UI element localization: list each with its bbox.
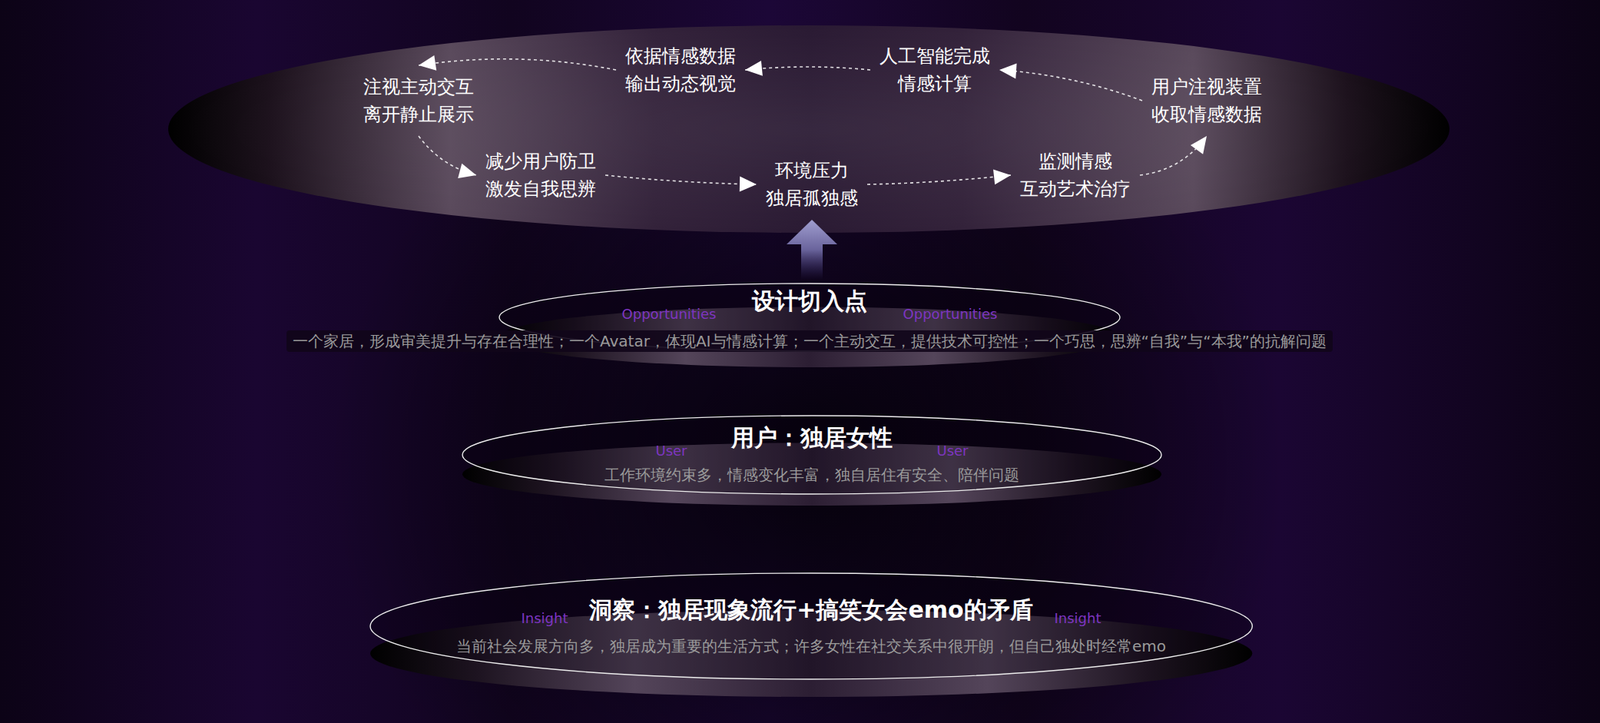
text-slot: Insight xyxy=(1053,609,1102,628)
layer-heading: 用户：独居女性 xyxy=(731,423,893,453)
arrow-head xyxy=(418,55,437,71)
layer-tag: Opportunities xyxy=(903,304,998,324)
cycle-step: 监测情感 互动艺术治疗 xyxy=(1015,144,1136,206)
arrow-head xyxy=(993,168,1011,185)
text-slot: 用户：独居女性 xyxy=(730,423,894,453)
layer-tag: User xyxy=(655,441,687,461)
text-slot: User xyxy=(935,441,970,461)
cycle-arrow xyxy=(1139,135,1207,176)
cycle-line xyxy=(418,59,617,70)
cycle-ellipse-glow xyxy=(168,25,1450,233)
layer-ellipse: 用户：独居女性 User User工作环境约束多，情感变化丰富，独自居住有安全、陪伴… xyxy=(461,414,1163,495)
arrow-head xyxy=(739,176,757,193)
arrow-head xyxy=(745,60,763,77)
text-slot: User xyxy=(654,441,689,461)
cycle-line xyxy=(999,69,1143,101)
layer-description: 当前社会发展方向多，独居成为重要的生活方式；许多女性在社交关系中很开朗，但自己独… xyxy=(456,635,1167,657)
text-slot: Opportunities xyxy=(620,304,717,324)
text-slot: 设计切入点 xyxy=(751,286,868,316)
cycle-step: 人工智能完成 情感计算 xyxy=(874,39,995,101)
cycle-step: 环境压力 独居孤独感 xyxy=(761,153,863,216)
layer-ellipse-outline xyxy=(370,573,1253,680)
cycle-arrow xyxy=(867,168,1011,185)
arrow-head xyxy=(999,62,1017,79)
step-text: 减少用户防卫 激发自我思辨 xyxy=(485,147,597,203)
layer-tag: User xyxy=(936,441,968,461)
layer-description: 工作环境约束多，情感变化丰富，独自居住有安全、陪伴问题 xyxy=(604,463,1020,486)
cycle-step: 依据情感数据 输出动态视觉 xyxy=(620,39,741,101)
cycle-arrow xyxy=(999,62,1143,101)
layer-ellipse-outline xyxy=(462,415,1162,494)
cycle-line xyxy=(867,175,1011,185)
text-slot: 工作环境约束多，情感变化丰富，独自居住有安全、陪伴问题 xyxy=(603,463,1021,486)
layer-description: 一个家居，形成审美提升与存在合理性；一个Avatar，体现AI与情感计算；一个主… xyxy=(286,330,1333,352)
step-text: 环境压力 独居孤独感 xyxy=(765,156,858,213)
layer-heading: 设计切入点 xyxy=(751,286,868,316)
step-text: 监测情感 互动艺术治疗 xyxy=(1020,147,1131,203)
text-slot: 洞察：独居现象流行+搞笑女会emo的矛盾 xyxy=(588,595,1034,625)
text-slot: Opportunities xyxy=(901,304,998,324)
layer-tag: Insight xyxy=(520,609,568,628)
layer-ellipse: 洞察：独居现象流行+搞笑女会emo的矛盾 Insight Insight 当前社会发展… xyxy=(369,572,1253,680)
step-text: 用户注视装置 收取情感数据 xyxy=(1151,72,1263,129)
cycle-step: 注视主动交互 离开静止展示 xyxy=(358,69,479,132)
arrow-head xyxy=(457,163,477,179)
text-slot: Insight xyxy=(520,609,569,628)
layer-ellipse-shape xyxy=(369,572,1253,697)
cycle-arrow xyxy=(418,135,477,179)
cycle-step: 用户注视装置 收取情感数据 xyxy=(1146,69,1267,132)
cycle-ellipse xyxy=(168,25,1450,233)
step-text: 注视主动交互 离开静止展示 xyxy=(363,72,474,129)
cycle-line xyxy=(605,175,757,185)
cycle-line xyxy=(745,66,871,70)
layer-ellipse: 设计切入点 Opportunities Opportunities 一个家居，形成审美… xyxy=(271,282,1349,352)
up-arrow xyxy=(786,219,838,280)
step-text: 人工智能完成 情感计算 xyxy=(879,42,991,98)
layer-tag: Opportunities xyxy=(622,304,717,324)
cycle-arrow xyxy=(418,55,617,71)
cycle-step: 减少用户防卫 激发自我思辨 xyxy=(480,144,601,206)
arrow-head xyxy=(1190,135,1207,155)
cycle-arrow xyxy=(605,175,757,193)
cycle-line xyxy=(1139,135,1207,176)
layer-tag: Insight xyxy=(1053,609,1101,628)
cycle-arrow xyxy=(745,60,871,77)
layer-heading: 洞察：独居现象流行+搞笑女会emo的矛盾 xyxy=(589,595,1033,625)
text-slot: 一个家居，形成审美提升与存在合理性；一个Avatar，体现AI与情感计算；一个主… xyxy=(285,330,1334,352)
up-arrow-shape xyxy=(786,219,838,280)
step-text: 依据情感数据 输出动态视觉 xyxy=(625,42,736,98)
text-slot: 当前社会发展方向多，独居成为重要的生活方式；许多女性在社交关系中很开朗，但自己独… xyxy=(454,635,1167,657)
